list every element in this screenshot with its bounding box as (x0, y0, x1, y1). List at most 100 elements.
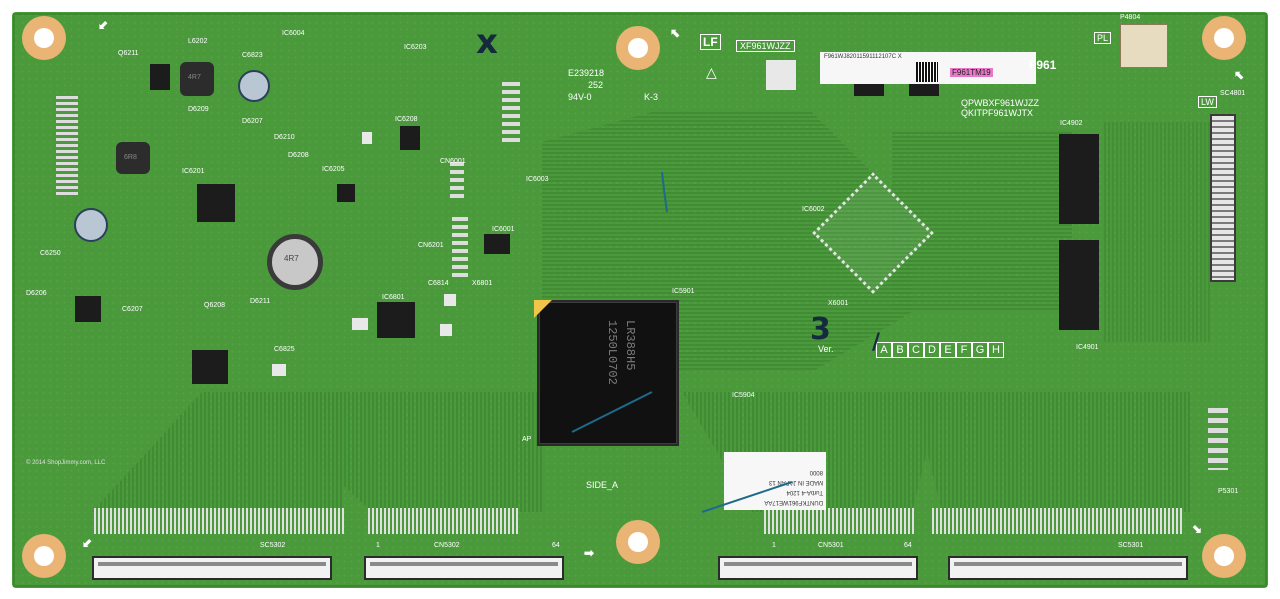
mounting-hole (616, 26, 660, 70)
silk-label: L6202 (188, 38, 208, 45)
ic4901-chip (1059, 240, 1099, 330)
version-letter-row: A B C D E F G H (876, 342, 1004, 358)
silk-label: IC6001 (492, 226, 515, 233)
silk-label: CN6001 (440, 158, 466, 165)
circuit-board: LR388H5 1250L0702 4R7 6R8 4R7 (12, 12, 1268, 588)
upper-right-traces (892, 132, 1072, 312)
silk-label: X6001 (828, 300, 849, 307)
silk-label: SC5302 (260, 542, 286, 549)
silk-label: D6210 (274, 134, 295, 141)
mounting-hole (22, 16, 66, 60)
pad (352, 318, 368, 330)
small-chip (484, 234, 510, 254)
version-letter: H (988, 342, 1004, 358)
cn6001-header (502, 82, 520, 142)
small-chip (909, 84, 939, 96)
pl-mark: PL (1094, 32, 1112, 44)
right-edge-traces (1102, 122, 1212, 342)
small-chip (337, 184, 355, 202)
power-inductor: 4R7 (267, 234, 323, 290)
silk-label: IC4902 (1060, 120, 1083, 127)
silk-label: D6206 (26, 290, 47, 297)
silk-label: C6207 (122, 306, 143, 313)
part-number-label: XF961WJZZ (736, 40, 795, 52)
silk-label: D6208 (288, 152, 309, 159)
ic4902-chip (1059, 134, 1099, 224)
arrow-icon: ⬋ (82, 536, 93, 550)
silk-label: SC4801 (1220, 90, 1246, 97)
cert-suffix-label: K-3 (644, 92, 659, 102)
qpw-code-label: QPWBXF961WJZZ (961, 98, 1040, 108)
model-suffix-label: F961 (1029, 58, 1057, 72)
handwritten-x-mark: x (476, 22, 498, 62)
connector-pad-row (932, 508, 1182, 534)
connector-pad-row (368, 508, 518, 534)
silk-label: D6211 (250, 298, 271, 305)
cn5302-connector[interactable] (364, 556, 564, 580)
silk-label: AP (522, 436, 532, 443)
silk-label: IC5904 (732, 392, 755, 399)
pin-number: 1 (772, 542, 776, 549)
cn6201-header (452, 217, 468, 279)
main-processor-chip: LR388H5 1250L0702 (537, 300, 679, 446)
silk-label: C6823 (242, 52, 263, 59)
silk-label: P4804 (1120, 14, 1141, 21)
mounting-hole (22, 534, 66, 578)
silk-label: C6825 (274, 346, 295, 353)
silk-label: Q6211 (118, 50, 139, 57)
lw-connector (1210, 114, 1236, 282)
pin-number: 64 (552, 542, 560, 549)
small-chip (75, 296, 101, 322)
lw-mark: LW (1198, 96, 1217, 108)
silk-label: IC4901 (1076, 344, 1099, 351)
silk-label: D6207 (242, 118, 263, 125)
left-fpc-pads (56, 96, 78, 196)
ic6208-chip (400, 126, 420, 150)
arrow-icon: ➡ (584, 546, 595, 560)
cn5301-connector[interactable] (718, 556, 918, 580)
inductor: 4R7 (180, 62, 214, 96)
inductor: 6R8 (116, 142, 150, 174)
pad (362, 132, 372, 144)
pad (766, 60, 796, 90)
pad (444, 294, 456, 306)
sc5301-connector[interactable] (948, 556, 1188, 580)
pin-number: 1 (376, 542, 380, 549)
pad (272, 364, 286, 376)
silk-label: IC6801 (382, 294, 405, 301)
silk-label: C6814 (428, 280, 449, 287)
ic6201-chip (197, 184, 235, 222)
p5301-header (1208, 408, 1228, 470)
silk-label: CN5301 (818, 542, 844, 549)
silk-label: CN6201 (418, 242, 444, 249)
qki-code-label: QKITPF961WJTX (961, 108, 1034, 118)
silk-label: D6209 (188, 106, 209, 113)
lf-mark: LF (700, 34, 721, 50)
electrolytic-capacitor (74, 208, 108, 242)
mounting-hole (1202, 534, 1246, 578)
silk-label: IC6205 (322, 166, 345, 173)
flame-rating-label: 94V-0 (568, 92, 592, 102)
arrow-icon: ⬉ (670, 26, 681, 40)
silk-label: Q6208 (204, 302, 226, 309)
version-letter: D (924, 342, 940, 358)
certification-label: E239218 (568, 68, 605, 78)
bottom-mid-left-traces (242, 392, 542, 512)
silk-label: X6801 (472, 280, 493, 287)
small-chip (854, 84, 884, 96)
silk-label: C6250 (40, 250, 61, 257)
q6211-chip (150, 64, 170, 90)
silk-label: IC5901 (672, 288, 695, 295)
cert-mark-label: 252 (588, 80, 604, 90)
silk-label: SC5301 (1118, 542, 1144, 549)
silk-label: IC6203 (404, 44, 427, 51)
barcode-sticker: F961WJ82011591112107C X F961TM19 (820, 52, 1036, 84)
ic6801-chip (377, 302, 415, 338)
qr-code-icon (916, 62, 938, 82)
electrolytic-capacitor (238, 70, 270, 102)
pin-number: 64 (904, 542, 912, 549)
sc5302-connector[interactable] (92, 556, 332, 580)
side-label: SIDE_A (586, 480, 619, 490)
p4804-connector (1120, 24, 1168, 68)
version-letter: F (956, 342, 972, 358)
